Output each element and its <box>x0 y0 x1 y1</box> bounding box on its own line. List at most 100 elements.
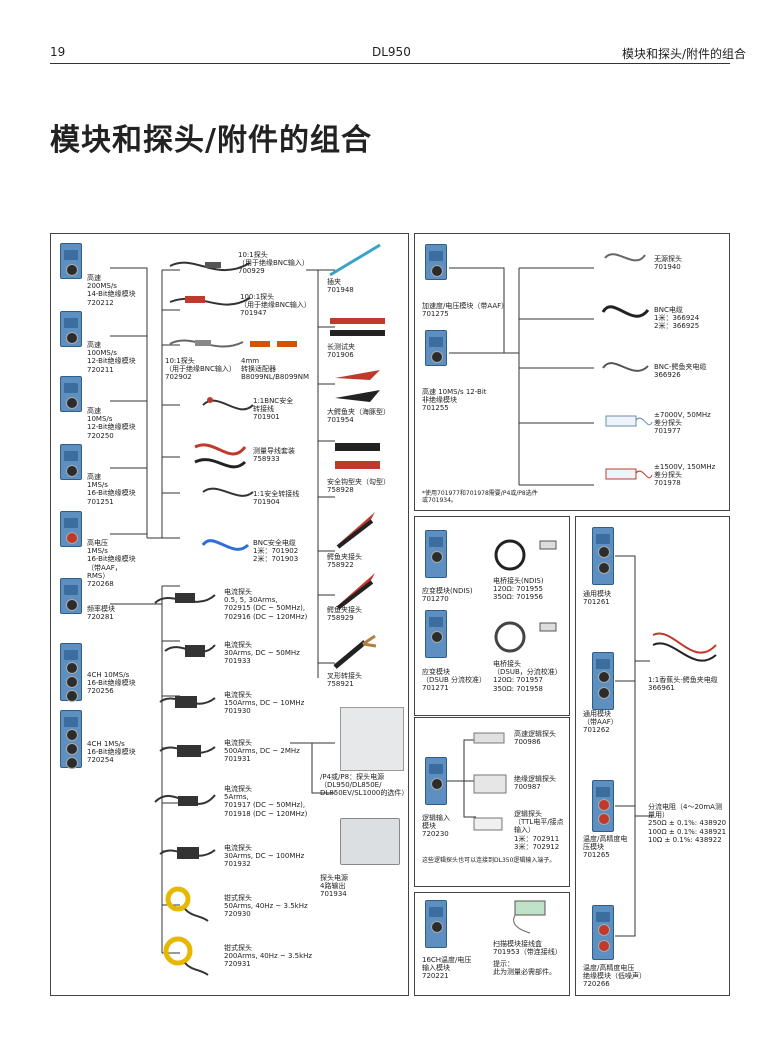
module-label: 加速度/电压模块（带AAF） 701275 <box>422 302 509 319</box>
probe-label: 电流探头 5Arms, 701917 (DC ~ 50MHz), 701918 … <box>224 785 308 818</box>
module-label: 4CH 1MS/s 16-Bit绝缘模块 720254 <box>87 740 136 765</box>
bnc-safety-cable-image <box>201 539 250 551</box>
probe-label: 钳式探头 50Arms, 40Hz ~ 3.5kHz 720930 <box>224 894 308 919</box>
clip-label: 鳄鱼夹接头 758929 <box>327 606 362 623</box>
probe-label: 100:1探头 （用于绝缘BNC输入） 701947 <box>240 293 311 318</box>
module-720230 <box>425 757 447 805</box>
probe-label: 电流探头 500Arms, DC ~ 2MHz 701931 <box>224 739 300 764</box>
passive-probe-701940-image <box>604 253 646 262</box>
probe-power-label: 探头电源 4路输出 701934 <box>320 874 348 899</box>
probe-label: 测量导线套装 758933 <box>253 447 295 464</box>
accel-item-label: BNC电缆 1米：366924 2米：366925 <box>654 306 700 331</box>
model-name: DL950 <box>372 45 411 59</box>
module-label: 高速 200MS/s 14-Bit绝缘模块 720212 <box>87 274 136 307</box>
module-label: 高电压 1MS/s 16-Bit绝缘模块 （带AAF， RMS） 720268 <box>87 539 136 589</box>
logic-probe-ttl-image <box>473 817 503 831</box>
module-701265 <box>592 780 614 832</box>
module-720268 <box>60 511 82 547</box>
main-combination-panel <box>50 233 409 996</box>
universal-panel <box>575 516 730 996</box>
probe-power-label: /P4或/P8：探头电源 （DL950/DL850E/ DL850EV/SL10… <box>320 773 409 798</box>
temp16-item-label: 扫描模块接线盒 701953（带连接线） <box>493 940 562 957</box>
module-label: 逻辑输入 模块 720230 <box>422 814 450 839</box>
logic-item-label: 逻辑探头 （TTL电平/接点 输入） 1米：702911 3米：702912 <box>514 810 564 851</box>
probe-label: 10:1探头 （用于绝缘BNC输入） 700929 <box>238 251 309 276</box>
module-720221 <box>425 900 447 948</box>
module-701251 <box>60 444 82 480</box>
module-label: 通用模块 （带AAF） 701262 <box>583 710 618 735</box>
current-probe-701931-image <box>159 745 216 757</box>
probe-label: 1:1安全转接线 701904 <box>253 490 300 507</box>
logic-item-label: 绝缘逻辑探头 700987 <box>514 775 556 792</box>
probe-power-option-image <box>340 707 404 771</box>
safety-adapter-image <box>202 487 254 497</box>
long-test-clip-image <box>330 318 385 336</box>
accel-item-label: 无源探头 701940 <box>654 255 682 272</box>
clip-label: 叉形转接头 758921 <box>327 672 362 689</box>
probe-label: 电流探头 30Arms, DC ~ 50MHz 701933 <box>224 641 300 666</box>
module-701271 <box>425 610 447 658</box>
probe-700929-image <box>169 261 251 272</box>
logic-note: 这些逻辑探头也可以连接到DL350逻辑输入端子。 <box>422 857 556 864</box>
clip-label: 鳄鱼夹接头 758922 <box>327 553 362 570</box>
high-speed-logic-probe-image <box>473 732 505 744</box>
lead-set-image <box>194 443 247 469</box>
module-label: 通用模块 701261 <box>583 590 611 607</box>
universal-item-label: 分流电阻（4～20mA测 量用） 250Ω ± 0.1%: 438920 100… <box>648 803 727 844</box>
module-720256 <box>60 643 82 702</box>
alligator-adapter-758929-image <box>335 573 375 610</box>
module-label: 应变模块 （DSUB 分流校准） 701271 <box>422 668 486 693</box>
adapter-image <box>250 341 297 347</box>
bnc-alligator-cable-image <box>602 362 649 372</box>
module-label: 温度/高精度电 压模块 701265 <box>583 835 628 860</box>
bnc-safety-adapter-image <box>202 397 254 411</box>
probe-label: 电流探头 150Arms, DC ~ 10MHz 701930 <box>224 691 305 716</box>
clip-label: 大鳄鱼夹（海豚型） 701954 <box>327 408 390 425</box>
strain-panel <box>414 516 570 716</box>
probe-power-701934-image <box>340 818 400 865</box>
module-701270 <box>425 530 447 578</box>
module-label: 应变模块(NDIS) 701270 <box>422 587 473 604</box>
probe-label: 1:1BNC安全 转接线 701901 <box>253 397 294 422</box>
temp16-note: 提示： 此为测量必需部件。 <box>493 960 556 977</box>
safety-hook-clip-image <box>335 443 380 469</box>
clip-label: 长测试夹 701906 <box>327 343 355 360</box>
connector-lines <box>110 267 335 954</box>
module-label: 高速 10MS/s 12-Bit绝缘模块 720250 <box>87 407 136 440</box>
bridge-head-dsub-image <box>494 621 557 653</box>
module-label: 高速 1MS/s 16-Bit绝缘模块 701251 <box>87 473 136 506</box>
clamp-probe-720930-image <box>165 886 209 922</box>
plug-clip-image <box>329 243 381 277</box>
module-label: 4CH 10MS/s 16-Bit绝缘模块 720256 <box>87 671 136 696</box>
isolated-logic-probe-image <box>473 774 507 794</box>
module-720212 <box>60 243 82 279</box>
clamp-probe-720931-image <box>163 936 209 976</box>
module-label: 温度/高精度电压 绝缘模块（低噪声） 720266 <box>583 964 646 989</box>
logic-panel <box>414 717 570 887</box>
bnc-cable-image <box>601 305 650 318</box>
current-probe-701917-image <box>154 794 216 806</box>
bridge-head-ndis-image <box>494 539 557 571</box>
probe-label: 10:1探头 （用于绝缘BNC输入） 702902 <box>165 357 236 382</box>
probe-701947-image <box>169 296 251 306</box>
temp16-panel <box>414 892 570 996</box>
logic-item-label: 高速逻辑探头 700986 <box>514 730 556 747</box>
universal-connector-lines <box>615 555 650 937</box>
module-701255 <box>425 330 447 366</box>
module-720266 <box>592 905 614 960</box>
alligator-adapter-758922-image <box>335 512 375 549</box>
probe-label: 电流探头 30Arms, DC ~ 100MHz 701932 <box>224 844 305 869</box>
universal-item-label: 1:1香蕉头-鳄鱼夹电缆 366961 <box>648 676 718 693</box>
module-label: 16CH温度/电压 输入模块 720221 <box>422 956 472 981</box>
clip-label: 插夹 701948 <box>327 278 354 295</box>
accel-panel <box>414 233 730 511</box>
header-rule <box>50 63 730 64</box>
diff-probe-701977-image <box>605 415 653 427</box>
section-name: 模块和探头/附件的组合 <box>622 47 747 61</box>
module-701261 <box>592 527 614 585</box>
diff-probe-701978-image <box>605 468 653 480</box>
probe-label: BNC安全电缆 1米：701902 2米：701903 <box>253 539 299 564</box>
module-720254 <box>60 710 82 769</box>
fork-terminal-image <box>333 634 377 669</box>
probe-702902-image <box>169 339 244 348</box>
